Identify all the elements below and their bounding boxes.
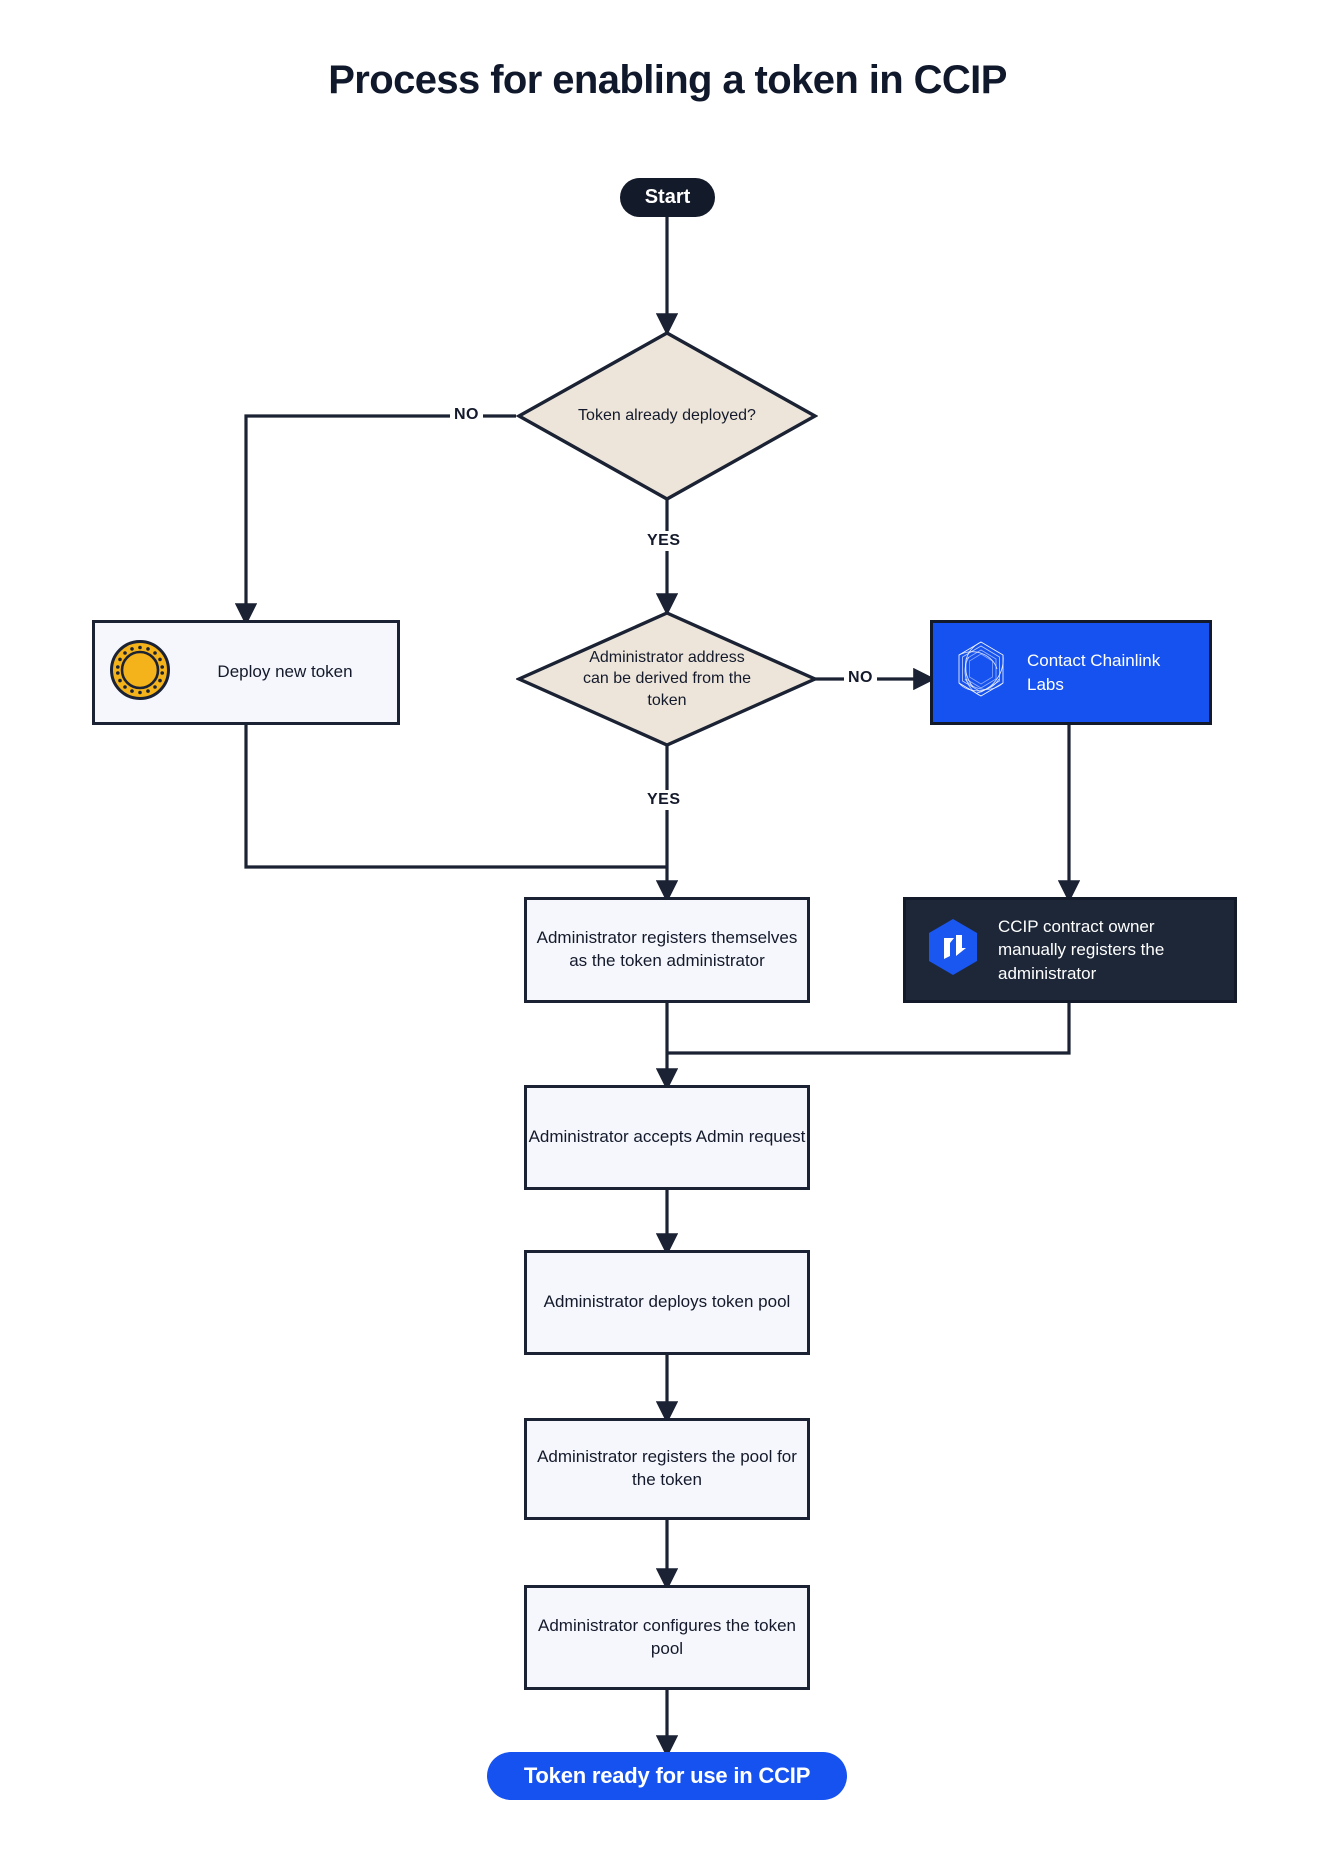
chainlink-logo-icon: [949, 637, 1013, 707]
edge-label-deployed-no: NO: [450, 405, 483, 425]
admin-accepts-request-label: Administrator accepts Admin request: [528, 1127, 806, 1147]
diamond-shape: [516, 611, 818, 747]
edge-owner-merge: [667, 1003, 1071, 1055]
page-title: Process for enabling a token in CCIP: [328, 58, 1007, 102]
edge-deployed-no: [234, 414, 516, 626]
node-ccip-owner-registers[interactable]: CCIP contract owner manually registers t…: [903, 897, 1237, 1003]
deploy-new-token-label: Deploy new token: [217, 662, 353, 682]
node-contact-chainlink-labs[interactable]: Contact Chainlink Labs: [930, 620, 1212, 725]
admin-registers-pool-label: Administrator registers the pool for the…: [537, 1447, 797, 1489]
ccip-logo-icon: [922, 916, 984, 984]
node-start[interactable]: Start: [620, 178, 715, 217]
edge-label-deployed-yes: YES: [643, 531, 685, 551]
node-admin-accepts-request[interactable]: Administrator accepts Admin request: [524, 1085, 810, 1190]
node-decision-admin-derivable[interactable]: Administrator address can be derived fro…: [516, 610, 818, 748]
edge-label-admin-yes: YES: [643, 790, 685, 810]
ccip-owner-registers-label: CCIP contract owner manually registers t…: [998, 916, 1165, 983]
node-admin-registers-themselves[interactable]: Administrator registers themselves as th…: [524, 897, 810, 1003]
node-admin-configures-pool[interactable]: Administrator configures the token pool: [524, 1585, 810, 1690]
admin-configures-pool-label: Administrator configures the token pool: [538, 1615, 796, 1658]
edge-label-admin-no: NO: [844, 668, 877, 688]
diamond-shape: [516, 331, 818, 501]
node-decision-token-deployed[interactable]: Token already deployed?: [516, 330, 818, 502]
node-deploy-new-token[interactable]: Deploy new token: [92, 620, 400, 725]
admin-deploys-pool-label: Administrator deploys token pool: [543, 1292, 791, 1312]
admin-registers-themselves-label: Administrator registers themselves as th…: [536, 928, 798, 970]
decision-token-deployed-label: Token already deployed?: [578, 407, 756, 425]
node-admin-deploys-pool[interactable]: Administrator deploys token pool: [524, 1250, 810, 1355]
decision-admin-derivable-label: Administrator address can be derived fro…: [582, 648, 752, 709]
node-end-token-ready[interactable]: Token ready for use in CCIP: [487, 1752, 847, 1800]
node-admin-registers-pool[interactable]: Administrator registers the pool for the…: [524, 1418, 810, 1520]
coin-icon: [109, 639, 171, 706]
contact-chainlink-labs-label: Contact Chainlink Labs: [1027, 651, 1161, 694]
